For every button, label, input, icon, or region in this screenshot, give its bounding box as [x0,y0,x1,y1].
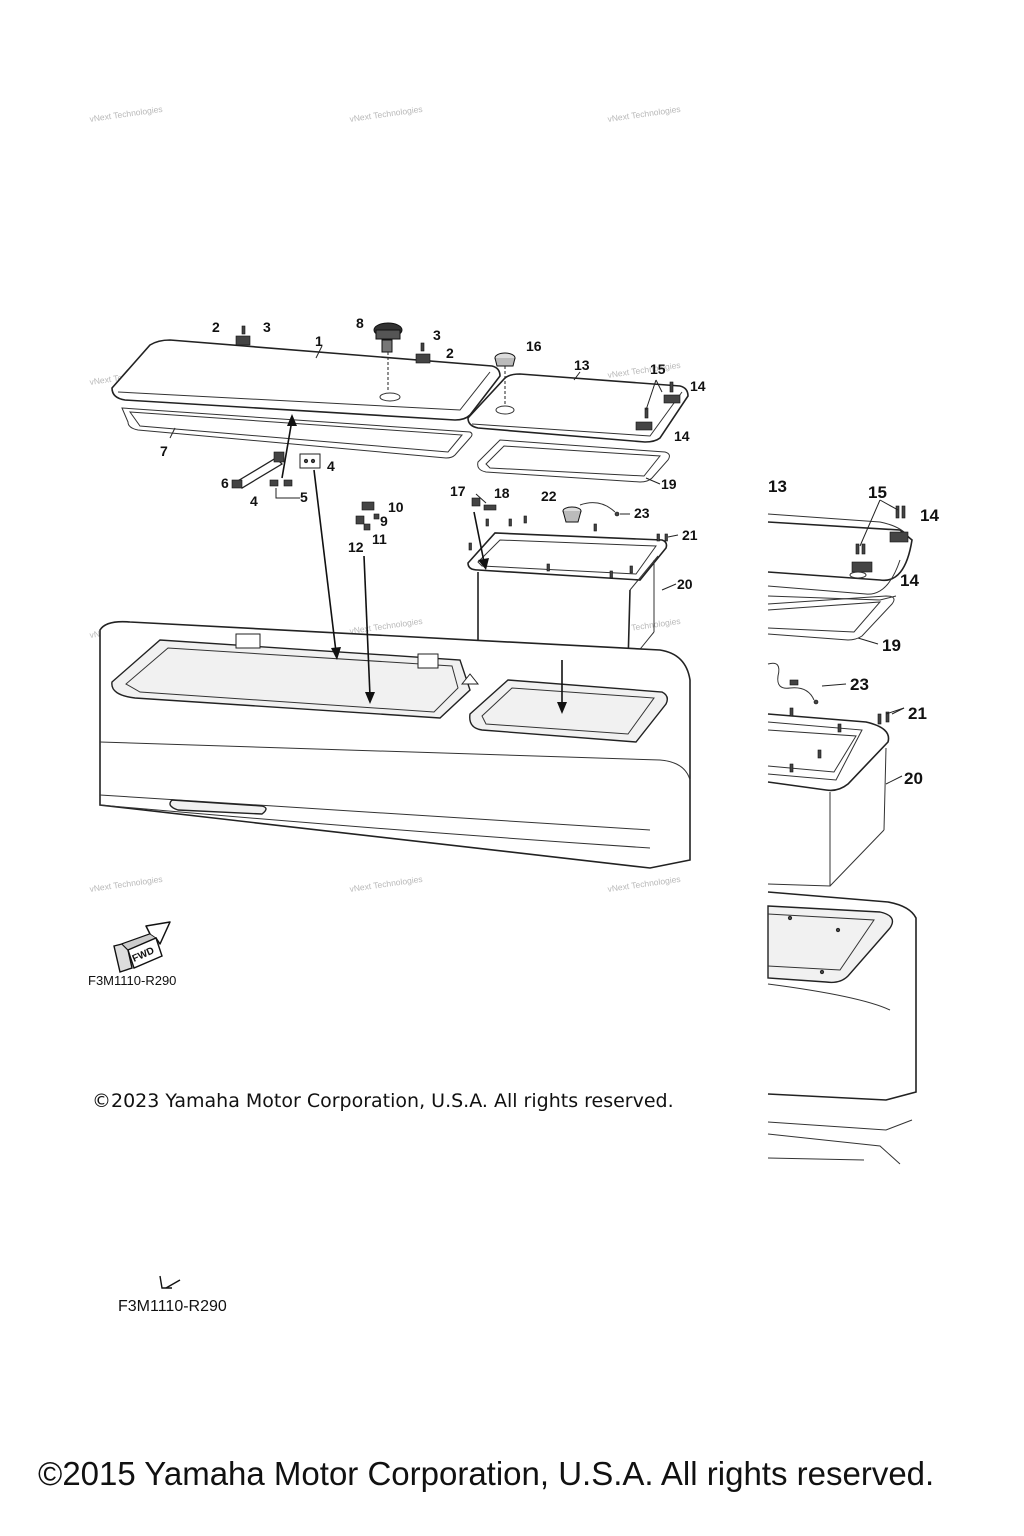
callout-label: 4 [250,493,258,509]
callout-label: 19 [661,476,677,492]
inset-callout: 19 [882,636,901,655]
callout-label: 4 [327,458,335,474]
callout-label: 11 [372,531,387,547]
watermark: vNext Technologies [89,104,163,124]
callout-label: 3 [263,319,271,335]
watermark: vNext Technologies [349,874,423,894]
callout-label: 21 [682,527,698,543]
lid-large [111,339,501,459]
callout-label: 2 [446,345,454,361]
callout-label: 9 [380,513,388,529]
watermark: vNext Technologies [349,104,423,124]
callout-labels: 1 2 2 3 3 4 4 5 6 7 8 9 10 11 12 13 14 1… [160,315,706,592]
storage-box [467,497,668,665]
callout-label: 20 [677,576,693,592]
callout-label: 16 [526,338,542,354]
main-view: 1 2 2 3 3 4 4 5 6 7 8 9 10 11 12 13 14 1… [99,315,706,973]
lid-small [467,373,689,483]
inset-view: 13 14 14 15 19 20 21 23 [767,477,939,1165]
callout-label: 18 [494,485,510,501]
callout-label: 8 [356,315,364,331]
watermark: vNext Technologies [607,360,681,380]
fwd-arrow-icon: FWD [113,921,171,973]
callout-label: 14 [674,428,690,444]
watermark: vNext Technologies [349,616,423,636]
damper-assembly [231,451,380,531]
callout-label: 17 [450,483,466,499]
watermark: vNext Technologies [89,874,163,894]
callout-label: 6 [221,475,229,491]
callout-label: 12 [348,539,364,555]
callout-label: 15 [650,361,666,377]
inset-callout: 14 [900,571,919,590]
callout-label: 10 [388,499,404,515]
inset-callout: 20 [904,769,923,788]
deck-hull [99,620,691,869]
watermark: vNext Technologies [607,874,681,894]
callout-label: 1 [315,333,323,349]
callout-label: 2 [212,319,220,335]
callout-label: 5 [300,489,308,505]
copyright-text: ©2015 Yamaha Motor Corporation, U.S.A. A… [38,1455,935,1492]
callout-label: 23 [634,505,650,521]
copyright-text: ©2023 Yamaha Motor Corporation, U.S.A. A… [92,1090,674,1112]
diagram-code: F3M1110-R290 [118,1298,227,1315]
callout-label: 7 [160,443,168,459]
inset-callout: 13 [768,477,787,496]
inset-callout: 21 [908,704,927,723]
callout-label: 14 [690,378,706,394]
assembly-arrows [281,414,567,714]
watermark: vNext Technologies [607,104,681,124]
diagram-code: F3M1110-R290 [88,973,177,988]
inset-callout: 15 [868,483,887,502]
callout-label: 13 [574,357,590,373]
leader-lines [169,345,679,591]
callout-label: 22 [541,488,557,504]
inset-callout: 14 [920,506,939,525]
hardware-top [235,322,681,431]
callout-label: 3 [433,327,441,343]
inset-callout: 23 [850,675,869,694]
small-arrow-icon [159,1275,181,1289]
